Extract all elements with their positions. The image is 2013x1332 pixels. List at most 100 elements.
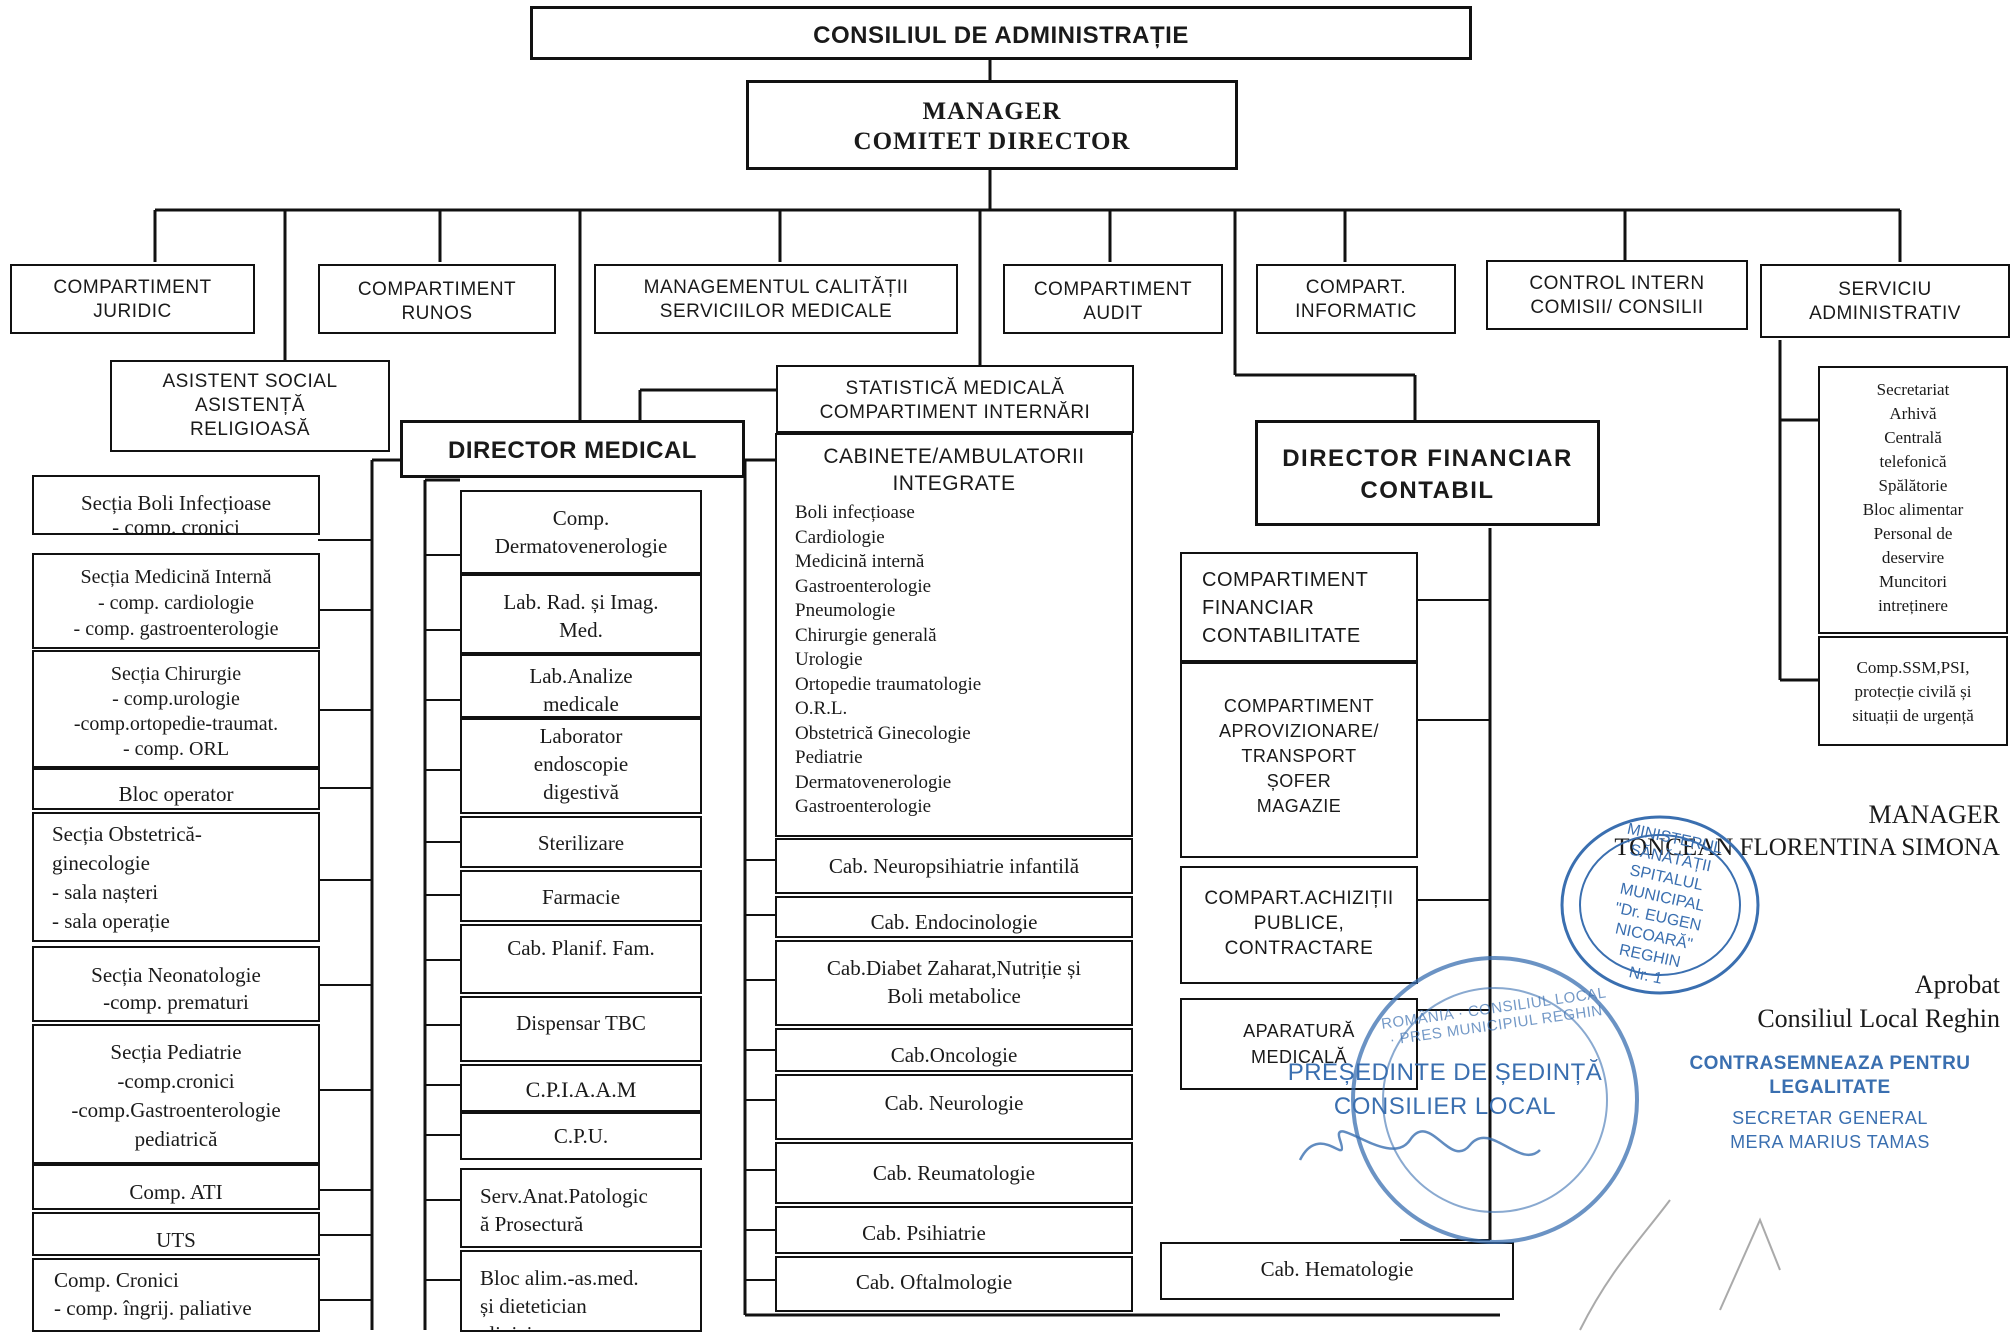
- sectia-chirurgie: Secția Chirurgie - comp.urologie -comp.o…: [32, 650, 320, 768]
- juridic-label: COMPARTIMENT JURIDIC: [53, 277, 212, 322]
- sectie-label: UTS: [156, 1228, 196, 1252]
- cabinet-label: Cab. Neurologie: [884, 1091, 1024, 1115]
- sectie-label: Secția Neonatologie -comp. prematuri: [91, 963, 261, 1014]
- sectie-label: Secția Obstetrică- ginecologie - sala na…: [52, 822, 202, 933]
- consiliu-label: Consiliul Local Reghin: [1757, 1004, 2000, 1033]
- financiar-label: COMPARTIMENT FINANCIAR CONTABILITATE: [1202, 569, 1369, 647]
- compartiment-juridic: COMPARTIMENT JURIDIC: [10, 264, 255, 334]
- sectie-label: Secția Medicină Internă - comp. cardiolo…: [73, 566, 279, 640]
- medical-label: Bloc alim.-as.med. și dietetician clinic…: [480, 1266, 639, 1330]
- medical-label: Laborator endoscopie digestivă: [533, 724, 629, 804]
- cabinet-list-item: Pneumologie: [795, 600, 896, 621]
- uts: UTS: [32, 1212, 320, 1256]
- sectie-label: Secția Boli Infecțioase - comp. cronici: [80, 491, 272, 535]
- financiar-label: COMPARTIMENT APROVIZIONARE/ TRANSPORT ȘO…: [1218, 696, 1380, 816]
- sectia-medicina-interna: Secția Medicină Internă - comp. cardiolo…: [32, 553, 320, 649]
- board-label: CONSILIUL DE ADMINISTRAȚIE: [813, 22, 1189, 49]
- serv-anat-patologic: Serv.Anat.Patologic ă Prosectură: [460, 1168, 702, 1248]
- medical-label: Lab. Rad. și Imag. Med.: [503, 590, 659, 642]
- cab-endocrinologie: Cab. Endocinologie: [775, 896, 1133, 938]
- lab-radiologie: Lab. Rad. și Imag. Med.: [460, 574, 702, 654]
- sectia-obstetrica: Secția Obstetrică- ginecologie - sala na…: [32, 812, 320, 942]
- bloc-alimentar-dietetician: Bloc alim.-as.med. și dietetician clinic…: [460, 1250, 702, 1332]
- cabinet-list-item: Gastroenterologie: [795, 575, 932, 597]
- medical-label: Comp. Dermatovenerologie: [494, 506, 668, 558]
- sterilizare: Sterilizare: [460, 816, 702, 868]
- comp-dermatovenerologie: Comp. Dermatovenerologie: [460, 490, 702, 574]
- cabinet-list-item: Cardiologie: [795, 526, 885, 548]
- cabinet-label: Cab.Diabet Zaharat,Nutriție și Boli meta…: [826, 956, 1082, 1008]
- statistica-medicala: STATISTICĂ MEDICALĂ COMPARTIMENT INTERNĂ…: [776, 365, 1134, 433]
- statistica-label: STATISTICĂ MEDICALĂ COMPARTIMENT INTERNĂ…: [819, 378, 1091, 423]
- managementul-calitatii: MANAGEMENTUL CALITĂȚII SERVICIILOR MEDIC…: [594, 264, 958, 334]
- sectie-label: Comp. ATI: [129, 1180, 223, 1204]
- sectie-label: Secția Pediatrie -comp.cronici -comp.Gas…: [71, 1040, 281, 1151]
- cpiaam: C.P.I.A.A.M: [460, 1064, 702, 1112]
- cabinete-title: CABINETE/AMBULATORII INTEGRATE: [823, 445, 1085, 495]
- medical-label: Farmacie: [541, 885, 621, 909]
- cabinet-list-item: Ortopedie traumatologie: [795, 673, 982, 695]
- cabinete-ambulatorii: CABINETE/AMBULATORII INTEGRATE Boli infe…: [775, 433, 1133, 837]
- cabinet-list-item: Chirurgie generală: [795, 624, 937, 646]
- runos-label: COMPARTIMENT RUNOS: [357, 279, 517, 324]
- comp-ati: Comp. ATI: [32, 1164, 320, 1210]
- medical-label: Dispensar TBC: [516, 1011, 646, 1035]
- signature-manager-title: MANAGER: [1868, 800, 2000, 829]
- cab-planif-fam: Cab. Planif. Fam.: [460, 924, 702, 994]
- compartiment-runos: COMPARTIMENT RUNOS: [318, 264, 556, 334]
- compart-informatic: COMPART. INFORMATIC: [1256, 264, 1456, 334]
- farmacie: Farmacie: [460, 870, 702, 922]
- cabinet-list-item: O.R.L.: [795, 698, 848, 719]
- control-intern: CONTROL INTERN COMISII/ CONSILII: [1486, 260, 1748, 330]
- comp-cronici: Comp. Cronici - comp. îngrij. paliative: [32, 1258, 320, 1332]
- cab-neuropsihiatrie: Cab. Neuropsihiatrie infantilă: [775, 838, 1133, 894]
- cab-reumatologie: Cab. Reumatologie: [775, 1142, 1133, 1204]
- cabinet-label: Cab. Psihiatrie: [862, 1221, 986, 1245]
- cabinet-list-item: Medicină internă: [795, 551, 925, 572]
- cabinet-list-item: Gastroenterologie: [795, 796, 932, 817]
- informatic-label: COMPART. INFORMATIC: [1295, 277, 1417, 322]
- financiar-label: APARATURĂ MEDICALĂ: [1243, 1021, 1355, 1067]
- audit-label: COMPARTIMENT AUDIT: [1033, 279, 1193, 324]
- medical-label: Lab.Analize medicale: [529, 664, 633, 716]
- lab-analize: Lab.Analize medicale: [460, 654, 702, 718]
- medical-label: Serv.Anat.Patologic ă Prosectură: [480, 1184, 648, 1236]
- cabinet-label: Cab.Oncologie: [890, 1043, 1018, 1067]
- sectia-pediatrie: Secția Pediatrie -comp.cronici -comp.Gas…: [32, 1024, 320, 1164]
- manager-label: MANAGER COMITET DIRECTOR: [853, 98, 1131, 155]
- director-financiar-label: DIRECTOR FINANCIAR CONTABIL: [1282, 445, 1573, 504]
- manager-box: MANAGER COMITET DIRECTOR: [746, 80, 1238, 170]
- sectie-label: Bloc operator: [118, 782, 234, 806]
- sectie-label: Secția Chirurgie - comp.urologie -comp.o…: [73, 663, 279, 760]
- cabinet-list-item: Dermatovenerologie: [795, 771, 952, 793]
- cabinet-list-item: Boli infecțioase: [795, 502, 915, 523]
- compartiment-aprovizionare: COMPARTIMENT APROVIZIONARE/ TRANSPORT ȘO…: [1180, 662, 1418, 858]
- compartiment-audit: COMPARTIMENT AUDIT: [1003, 264, 1223, 334]
- administrativ-list: Secretariat Arhivă Centrală telefonică S…: [1862, 380, 1964, 615]
- financiar-label: COMPART.ACHIZIȚII PUBLICE, CONTRACTARE: [1204, 888, 1394, 959]
- cab-oncologie: Cab.Oncologie: [775, 1028, 1133, 1072]
- serviciu-administrativ: SERVICIU ADMINISTRATIV: [1760, 264, 2010, 338]
- cabinet-list-item: Pediatrie: [795, 747, 863, 768]
- cab-psihiatrie: Cab. Psihiatrie: [775, 1206, 1133, 1254]
- cabinet-label: Cab. Reumatologie: [872, 1161, 1036, 1185]
- asistent-label: ASISTENT SOCIAL ASISTENȚĂ RELIGIOASĂ: [162, 371, 338, 440]
- hematologie-label: Cab. Hematologie: [1260, 1257, 1414, 1281]
- comp-ssm-psi: Comp.SSM,PSI, protecție civilă și situaț…: [1818, 636, 2008, 746]
- board-of-directors: CONSILIUL DE ADMINISTRAȚIE: [530, 6, 1472, 60]
- medical-label: C.P.I.A.A.M: [525, 1077, 637, 1102]
- aparatura-medicala: APARATURĂ MEDICALĂ: [1180, 998, 1418, 1090]
- control-label: CONTROL INTERN COMISII/ CONSILII: [1529, 273, 1705, 318]
- cab-oftalmologie: Cab. Oftalmologie: [775, 1256, 1133, 1312]
- compart-achizitii: COMPART.ACHIZIȚII PUBLICE, CONTRACTARE: [1180, 866, 1418, 984]
- asistent-social: ASISTENT SOCIAL ASISTENȚĂ RELIGIOASĂ: [110, 360, 390, 452]
- cabinet-list-item: Obstetrică Ginecologie: [795, 722, 971, 744]
- administrativ-label: SERVICIU ADMINISTRATIV: [1809, 279, 1961, 324]
- sectia-boli-infectioase: Secția Boli Infecțioase - comp. cronici: [32, 475, 320, 535]
- compartiment-financiar: COMPARTIMENT FINANCIAR CONTABILITATE: [1180, 552, 1418, 662]
- cabinet-label: Cab. Neuropsihiatrie infantilă: [828, 854, 1080, 878]
- cabinet-label: Cab. Oftalmologie: [855, 1270, 1013, 1294]
- cab-diabet: Cab.Diabet Zaharat,Nutriție și Boli meta…: [775, 940, 1133, 1026]
